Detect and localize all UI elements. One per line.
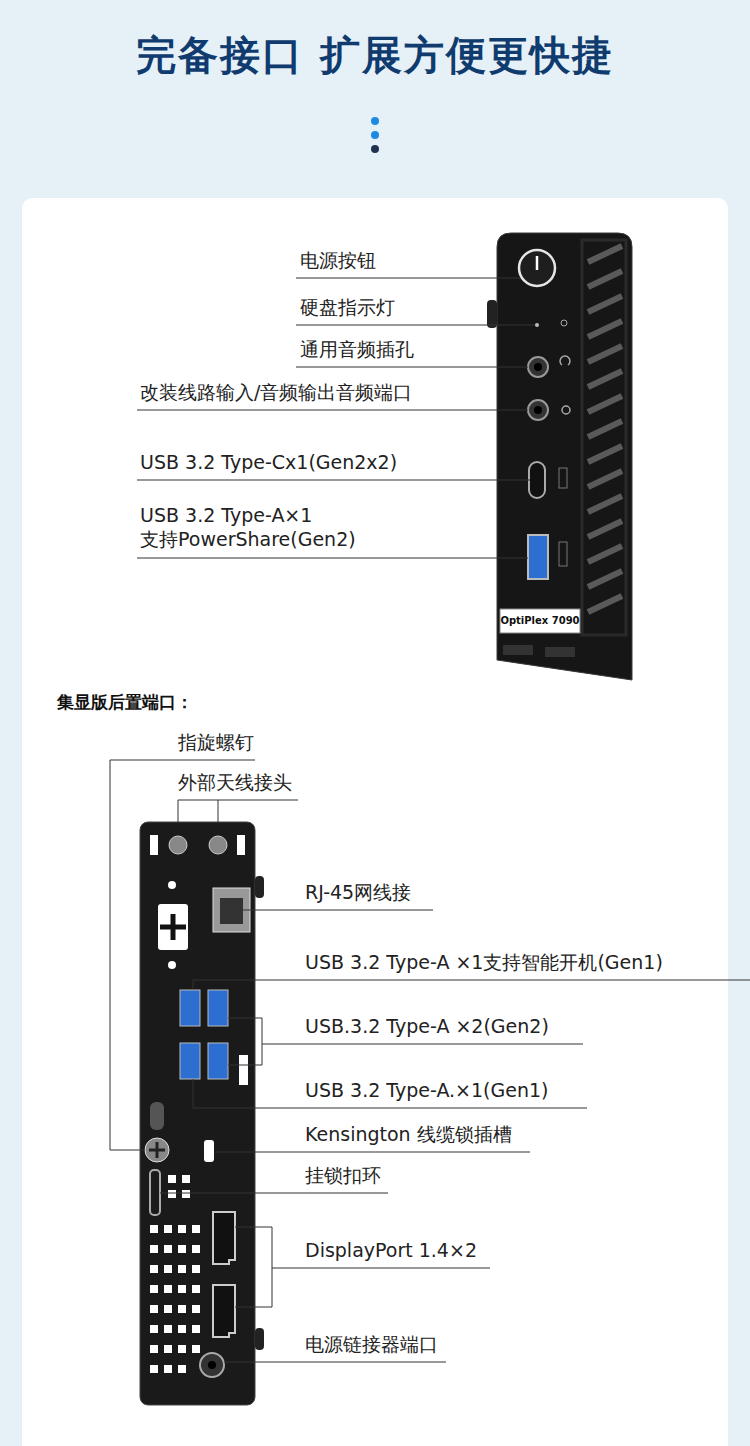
callout-label: DisplayPort 1.4×2 <box>305 1238 477 1262</box>
callout-label: 硬盘指示灯 <box>300 295 395 319</box>
leader-lines <box>110 760 750 1362</box>
rear-device <box>140 822 264 1405</box>
callout-label: 通用音频插孔 <box>300 337 414 361</box>
callout-label: 电源链接器端口 <box>305 1332 438 1356</box>
callout-label: USB.3.2 Type-A ×2(Gen2) <box>305 1014 549 1038</box>
page-title: 完备接口 扩展方便更快捷 <box>0 30 750 80</box>
callout-label: 改装线路输入/音频输出音频端口 <box>140 380 412 404</box>
callout-label: 挂锁扣环 <box>305 1163 381 1187</box>
dot <box>371 145 379 153</box>
callout-label: RJ-45网线接 <box>305 880 411 904</box>
callout-label: 电源按钮 <box>300 248 376 272</box>
dot <box>371 117 379 125</box>
model-badge: OptiPlex 7090 <box>500 613 580 629</box>
callout-label: Kensington 线缆锁插槽 <box>305 1122 512 1146</box>
section-heading: 集显版后置端口： <box>57 690 193 714</box>
callout-label: 指旋螺钉 <box>178 730 254 754</box>
callout-label: USB 3.2 Type-Cx1(Gen2x2) <box>140 450 397 474</box>
callout-label: 外部天线接头 <box>178 770 292 794</box>
callout-label: USB 3.2 Type-A ×1支持智能开机(Gen1) <box>305 950 663 974</box>
content-card <box>22 198 728 1446</box>
callout-label: USB 3.2 Type-A.×1(Gen1) <box>305 1078 548 1102</box>
dot <box>371 131 379 139</box>
front-device <box>487 233 632 680</box>
callout-label: USB 3.2 Type-A×1 支持PowerShare(Gen2) <box>140 503 400 551</box>
leader-lines <box>137 278 535 558</box>
